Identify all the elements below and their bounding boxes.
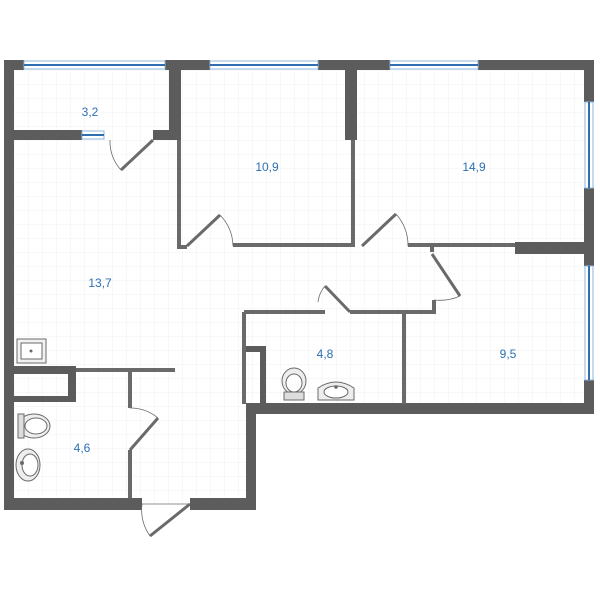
room-area-bedroom-1: 10,9 [255,160,279,174]
room-area-toilet: 4,6 [74,441,91,455]
window-bedroom-1 [209,60,319,70]
room-area-bathroom: 4,8 [317,347,334,361]
doors [109,138,462,538]
room-labels: 3,2 10,9 14,9 13,7 4,8 9,5 4,6 [74,105,517,455]
sink-icon [15,448,41,482]
door-kitchen [430,253,462,301]
door-entrance [141,502,191,538]
room-area-kitchen: 9,5 [500,347,517,361]
door-bedroom-1 [185,213,234,248]
door-balcony [109,138,155,172]
window-balcony [23,60,166,70]
window-bedroom-2-top [389,60,479,70]
room-area-bedroom-2: 14,9 [462,160,486,174]
window-kitchen [584,265,594,381]
toilet-bowl-icon [17,413,51,439]
door-bathroom [317,284,352,314]
room-area-balcony: 3,2 [82,105,99,119]
floor-area [14,68,590,504]
door-bedroom-2 [360,212,409,248]
windows [23,60,594,381]
bathroom-sink-icon [317,381,355,401]
door-toilet [128,407,160,451]
partition-walls [76,140,515,498]
interior-walls [14,60,594,404]
window-balcony-door [81,130,105,140]
stove-icon [16,338,47,364]
exterior-walls [4,60,594,510]
window-bedroom-2-right [584,101,594,189]
fixtures [15,338,355,482]
bathroom-toilet-icon [281,367,307,401]
room-area-hall: 13,7 [88,276,112,290]
